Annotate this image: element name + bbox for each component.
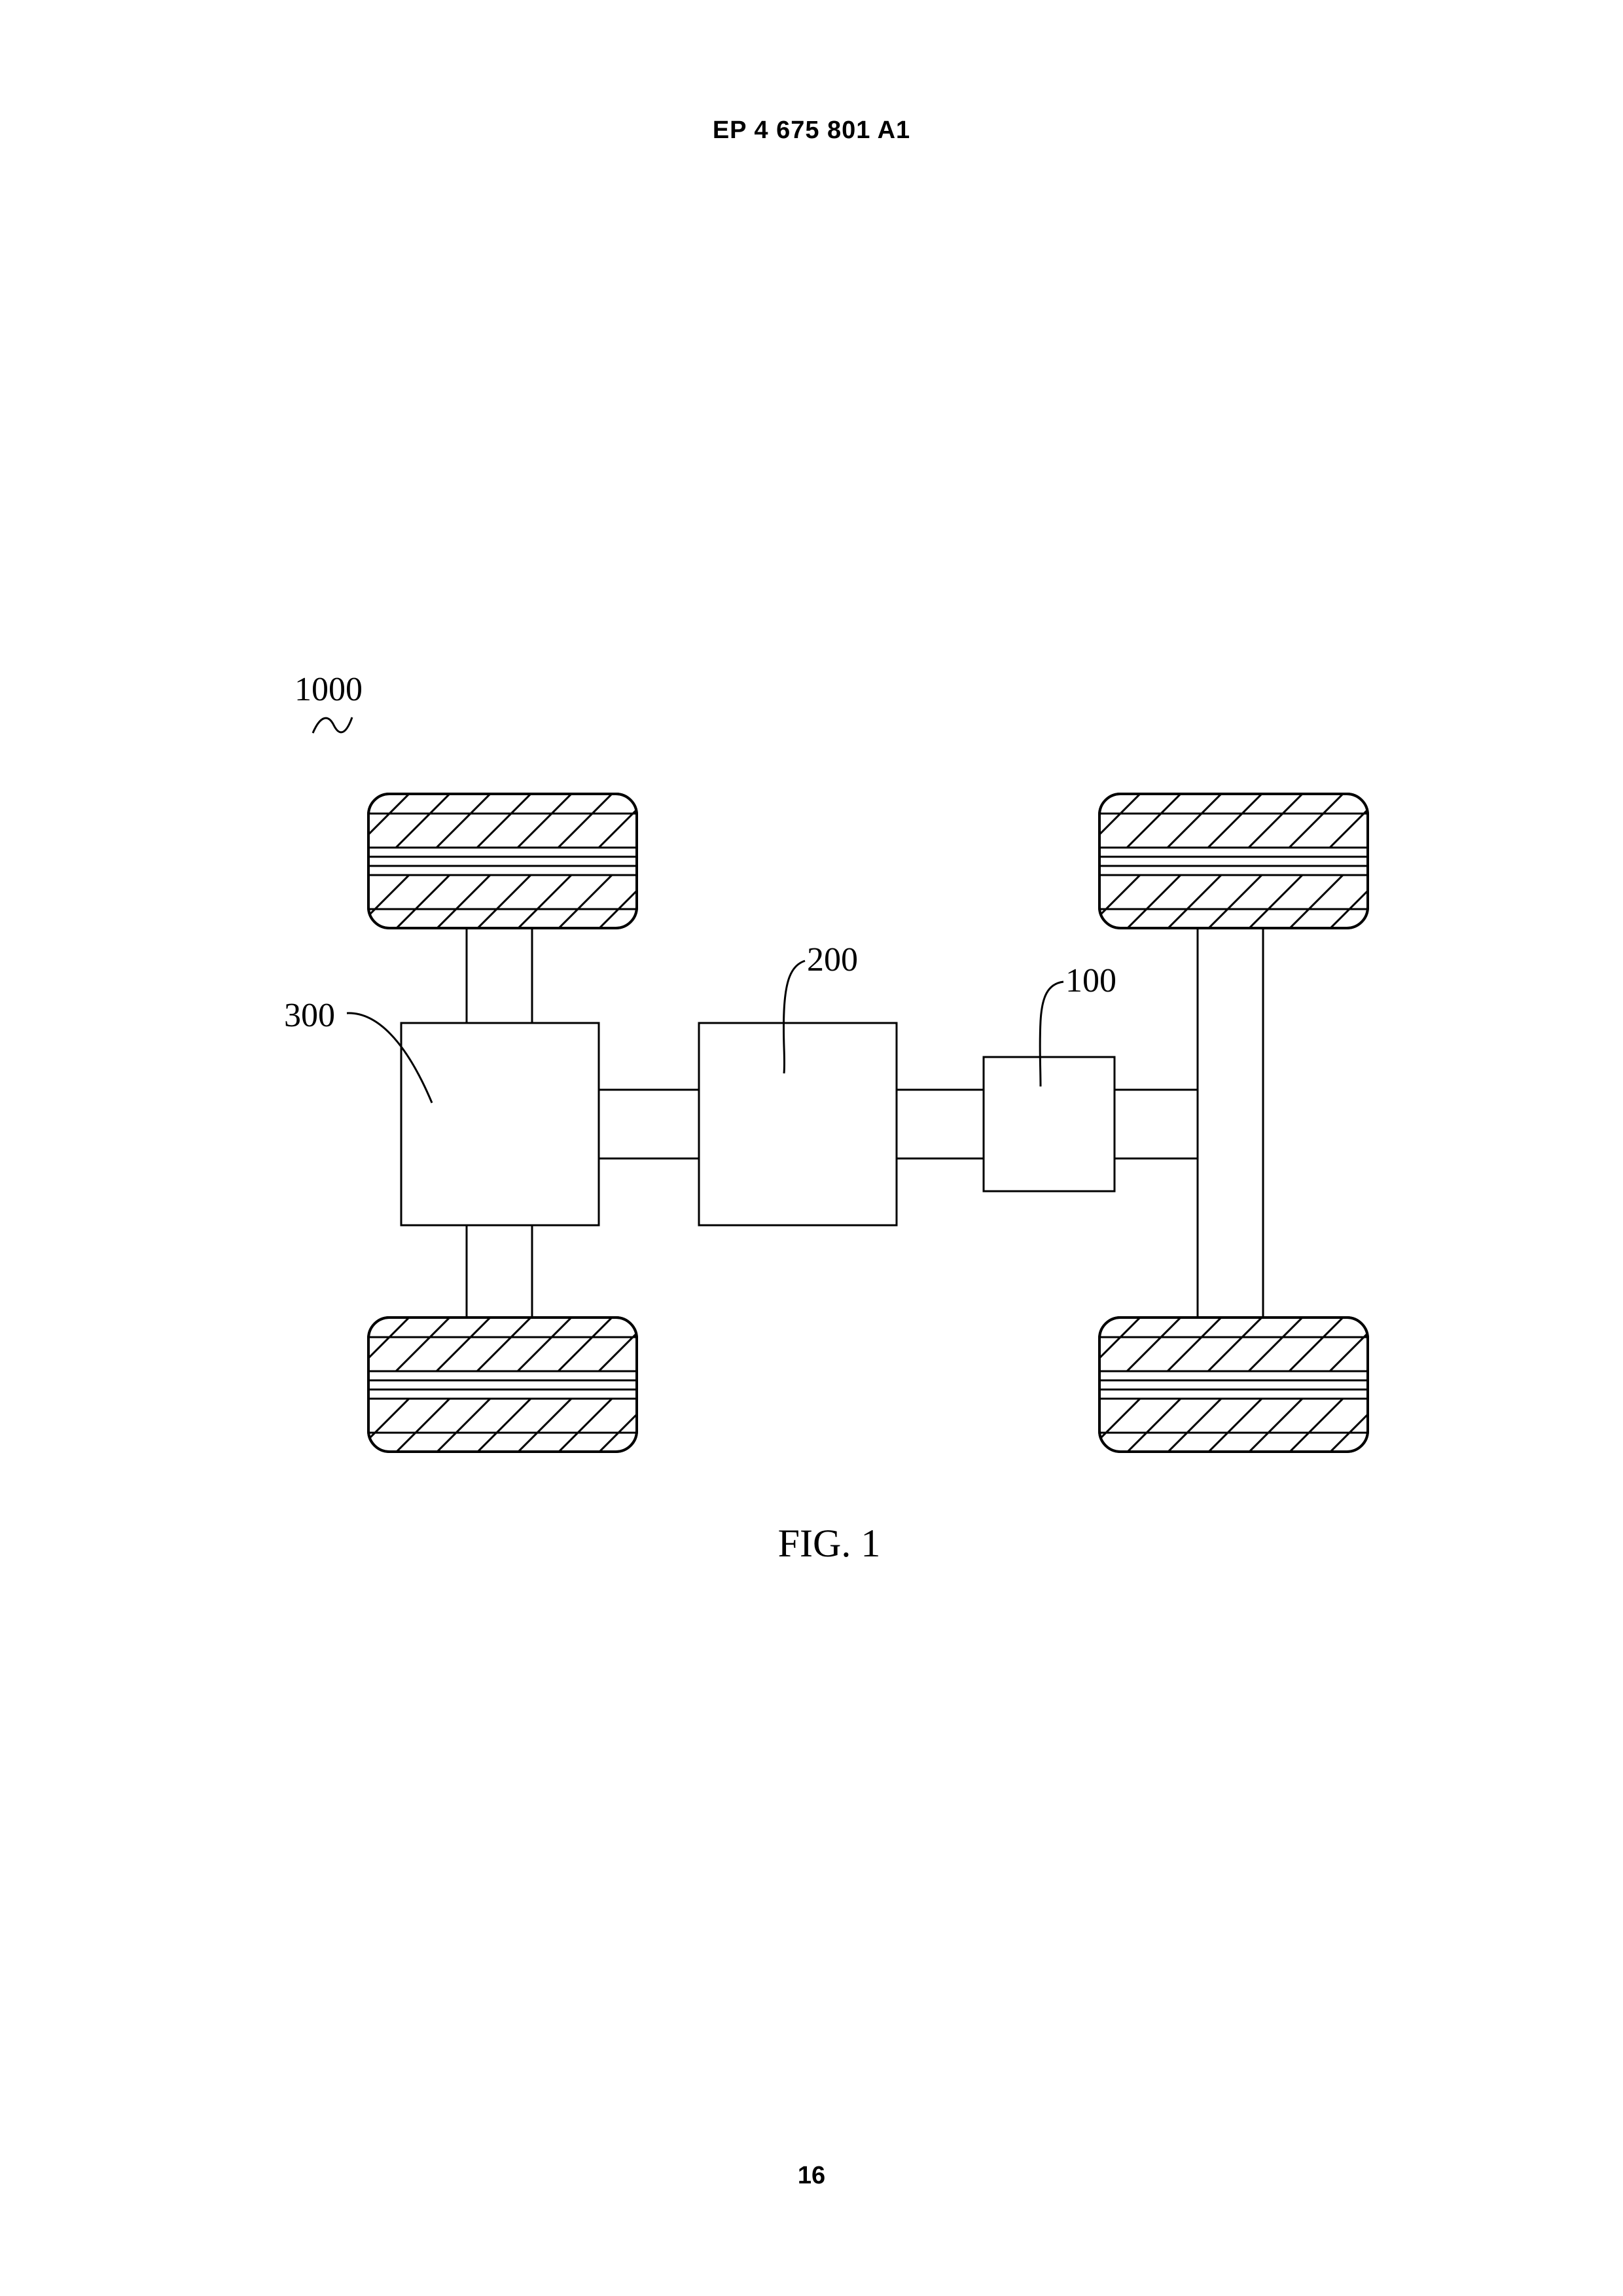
- front-right-wheel: [368, 1318, 637, 1452]
- leader-1000: [313, 717, 352, 733]
- component-100-box: [984, 1057, 1115, 1191]
- shaft-200-100: [897, 1090, 984, 1158]
- label-300: 300: [284, 997, 335, 1034]
- front-left-wheel: [368, 794, 637, 928]
- leader-300: [347, 1013, 432, 1103]
- component-300-box: [401, 1023, 599, 1225]
- rear-left-wheel: [1099, 794, 1368, 928]
- front-lower-axle: [467, 1225, 532, 1318]
- label-100: 100: [1065, 962, 1116, 999]
- figure-caption: FIG. 1: [778, 1522, 881, 1565]
- leader-200: [783, 961, 805, 1073]
- front-upper-axle: [467, 928, 532, 1023]
- component-200-box: [699, 1023, 897, 1225]
- rear-axle: [1198, 928, 1263, 1318]
- shaft-300-200: [599, 1090, 699, 1158]
- label-1000: 1000: [294, 671, 363, 708]
- label-200: 200: [807, 941, 858, 978]
- shaft-100-axle: [1115, 1090, 1198, 1158]
- rear-right-wheel: [1099, 1318, 1368, 1452]
- page-number: 16: [0, 2162, 1623, 2190]
- leader-100: [1040, 982, 1063, 1086]
